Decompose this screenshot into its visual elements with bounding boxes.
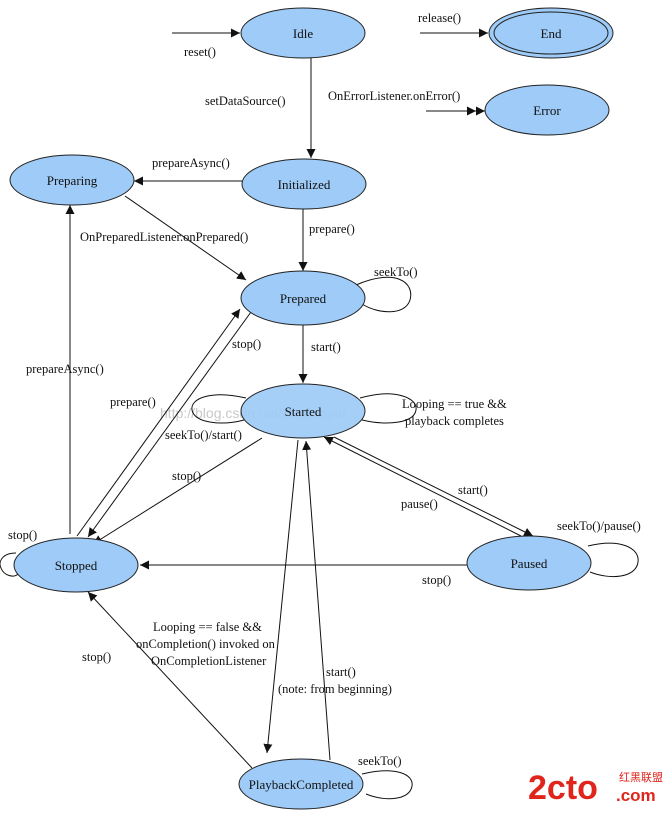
label-release: release() bbox=[418, 11, 461, 25]
state-label: Preparing bbox=[47, 173, 98, 188]
state-playback-completed: PlaybackCompleted bbox=[238, 758, 364, 810]
edge-seek-to-completed-loop bbox=[361, 770, 413, 800]
edge-looping-false bbox=[263, 439, 299, 754]
state-started: Started bbox=[240, 383, 366, 439]
state-initialized: Initialized bbox=[241, 158, 367, 210]
label-looping-true-1: Looping == true && bbox=[402, 397, 507, 411]
state-error: Error bbox=[484, 84, 610, 136]
state-prepared: Prepared bbox=[240, 270, 366, 326]
label-start-paused: start() bbox=[458, 483, 488, 497]
watermark-logo: 2cto 红黑联盟 .com bbox=[528, 769, 663, 807]
label-stop-self: stop() bbox=[8, 528, 37, 542]
label-seek-pause-paused: seekTo()/pause() bbox=[557, 519, 641, 533]
label-start-completed-1: start() bbox=[326, 665, 356, 679]
state-label: PlaybackCompleted bbox=[249, 777, 354, 792]
state-label: Idle bbox=[293, 26, 313, 41]
label-on-error: OnErrorListener.onError() bbox=[328, 89, 460, 103]
label-stop-prepared: stop() bbox=[232, 337, 261, 351]
edge-stop-self-loop bbox=[0, 552, 19, 577]
transition-labels: reset() release() setDataSource() OnErro… bbox=[8, 11, 641, 768]
label-set-data-source: setDataSource() bbox=[205, 94, 286, 108]
label-prepare-async-initialized: prepareAsync() bbox=[152, 156, 230, 170]
label-prepare-initialized: prepare() bbox=[309, 222, 355, 236]
transitions bbox=[0, 28, 639, 800]
label-looping-false-1: Looping == false && bbox=[153, 620, 262, 634]
label-looping-true-2: playback completes bbox=[405, 414, 504, 428]
label-start-prepared: start() bbox=[311, 340, 341, 354]
edge-stop-completed bbox=[87, 591, 253, 769]
label-start-completed-2: (note: from beginning) bbox=[278, 682, 392, 696]
edge-on-prepared bbox=[124, 195, 247, 281]
label-on-prepared: OnPreparedListener.onPrepared() bbox=[80, 230, 248, 244]
state-label: Stopped bbox=[55, 558, 98, 573]
label-pause-started: pause() bbox=[401, 497, 438, 511]
state-label: Error bbox=[533, 103, 561, 118]
edge-pause-started bbox=[333, 436, 534, 537]
watermark-logo-main: 2cto bbox=[528, 769, 598, 807]
label-seek-to-completed: seekTo() bbox=[358, 754, 402, 768]
state-label: End bbox=[541, 26, 562, 41]
state-label: Started bbox=[285, 404, 322, 419]
label-seek-start-started: seekTo()/start() bbox=[165, 428, 242, 442]
state-label: Prepared bbox=[280, 291, 327, 306]
state-idle: Idle bbox=[240, 7, 366, 59]
label-seek-to-prepared: seekTo() bbox=[374, 265, 418, 279]
state-stopped: Stopped bbox=[13, 537, 139, 593]
edge-seek-pause-paused-loop bbox=[587, 542, 639, 578]
label-reset: reset() bbox=[184, 45, 216, 59]
label-looping-false-2: onCompletion() invoked on bbox=[136, 637, 276, 651]
edge-seek-to-prepared-loop bbox=[355, 276, 412, 313]
edge-stop-prepared bbox=[87, 311, 252, 538]
edge-prepare-stopped bbox=[76, 308, 241, 537]
edge-start-completed bbox=[302, 440, 331, 761]
watermark-logo-suffix: .com bbox=[616, 786, 656, 805]
label-stop-started: stop() bbox=[172, 469, 201, 483]
state-label: Initialized bbox=[278, 177, 331, 192]
edge-seek-start-started-loop bbox=[191, 394, 247, 424]
edge-stop-started bbox=[92, 437, 263, 545]
label-prepare-stopped: prepare() bbox=[110, 395, 156, 409]
state-label: Paused bbox=[511, 556, 548, 571]
edge-looping-true-loop bbox=[359, 393, 417, 424]
state-paused: Paused bbox=[466, 535, 592, 591]
watermark-logo-cn: 红黑联盟 bbox=[619, 771, 663, 784]
edge-start-paused bbox=[323, 436, 522, 537]
state-preparing: Preparing bbox=[9, 154, 135, 206]
label-stop-paused: stop() bbox=[422, 573, 451, 587]
label-looping-false-3: OnCompletionListener bbox=[151, 654, 267, 668]
label-prepare-async-stopped: prepareAsync() bbox=[26, 362, 104, 376]
state-end: End bbox=[488, 7, 614, 59]
label-stop-completed: stop() bbox=[82, 650, 111, 664]
